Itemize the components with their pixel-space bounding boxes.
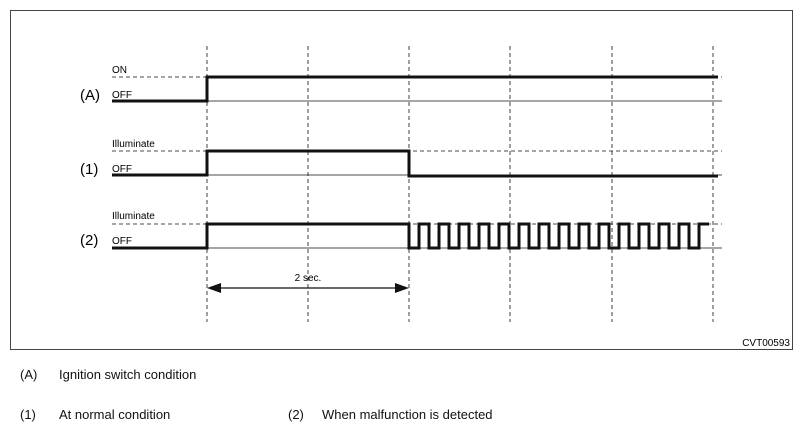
- waveform-1: [112, 149, 718, 178]
- low-label-2: OFF: [112, 236, 132, 247]
- legend-key-a: (A): [20, 367, 38, 382]
- interval-arrow-left-head: [207, 283, 221, 293]
- diagram-frame: [10, 10, 793, 350]
- interval-label: 2 sec.: [295, 273, 322, 284]
- row-label-a: (A): [80, 87, 100, 104]
- interval-arrow-right-head: [395, 283, 409, 293]
- high-label-a: ON: [112, 65, 127, 76]
- figure-code: CVT00593: [742, 338, 790, 349]
- legend-key-2: (2): [288, 407, 304, 422]
- signal-1: (1) Illuminate OFF: [80, 139, 722, 178]
- legend-text-1: At normal condition: [59, 407, 171, 422]
- legend-text-2: When malfunction is detected: [322, 407, 493, 422]
- waveform-a: [112, 75, 718, 103]
- row-label-2: (2): [80, 232, 98, 249]
- row-label-1: (1): [80, 161, 98, 178]
- waveform-2: [112, 222, 709, 250]
- low-label-1: OFF: [112, 164, 132, 175]
- legend-key-1: (1): [20, 407, 36, 422]
- interval-marker: 2 sec.: [207, 273, 409, 293]
- legend-text-a: Ignition switch condition: [59, 367, 197, 382]
- high-label-2: Illuminate: [112, 211, 155, 222]
- low-label-a: OFF: [112, 90, 132, 101]
- signal-a: (A) ON OFF: [80, 65, 722, 104]
- high-label-1: Illuminate: [112, 139, 155, 150]
- time-gridlines: [206, 46, 714, 322]
- signal-2: (2) Illuminate OFF: [80, 211, 722, 250]
